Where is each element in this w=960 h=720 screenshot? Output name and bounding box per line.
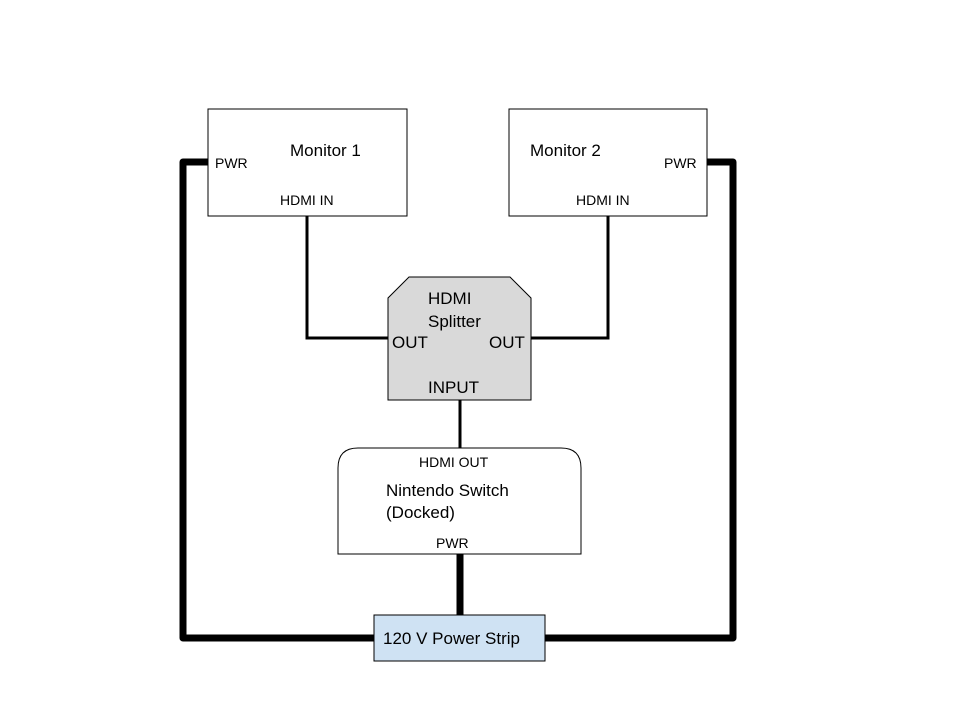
nintendo-switch-title-line2: (Docked) xyxy=(386,503,455,522)
hdmi-splitter-box: HDMI Splitter OUT OUT INPUT xyxy=(387,276,532,401)
power-cable-monitor2 xyxy=(545,158,737,642)
monitor-1-hdmi-in-label: HDMI IN xyxy=(280,192,334,208)
hdmi-splitter-out-left-label: OUT xyxy=(392,333,428,352)
hdmi-splitter-shape xyxy=(387,276,532,401)
power-strip-label: 120 V Power Strip xyxy=(383,629,520,648)
hdmi-splitter-input-label: INPUT xyxy=(428,378,479,397)
nintendo-switch-hdmi-out-label: HDMI OUT xyxy=(419,454,489,470)
power-strip-box: 120 V Power Strip xyxy=(373,614,546,662)
power-strip-shape xyxy=(373,614,546,662)
hdmi-splitter-title-line1: HDMI xyxy=(428,289,471,308)
monitor-2-box: Monitor 2 PWR HDMI IN xyxy=(508,108,708,217)
hdmi-cable-monitor2 xyxy=(530,216,610,340)
nintendo-switch-box: HDMI OUT Nintendo Switch (Docked) PWR xyxy=(337,447,582,555)
hdmi-cable-monitor1 xyxy=(305,216,389,340)
monitor-2-title: Monitor 2 xyxy=(530,141,601,160)
monitor-1-title: Monitor 1 xyxy=(290,141,361,160)
monitor-1-pwr-label: PWR xyxy=(215,155,248,171)
monitor-1-box: Monitor 1 PWR HDMI IN xyxy=(207,108,408,217)
monitor-1-shape xyxy=(207,108,408,217)
hdmi-splitter-out-right-label: OUT xyxy=(489,333,525,352)
hdmi-splitter-title-line2: Splitter xyxy=(428,312,481,331)
nintendo-switch-shape xyxy=(337,447,582,555)
power-cable-monitor1 xyxy=(179,158,375,642)
nintendo-switch-pwr-label: PWR xyxy=(436,535,469,551)
nintendo-switch-title-line1: Nintendo Switch xyxy=(386,481,509,500)
monitor-2-shape xyxy=(508,108,708,217)
monitor-2-pwr-label: PWR xyxy=(664,155,697,171)
monitor-2-hdmi-in-label: HDMI IN xyxy=(576,192,630,208)
